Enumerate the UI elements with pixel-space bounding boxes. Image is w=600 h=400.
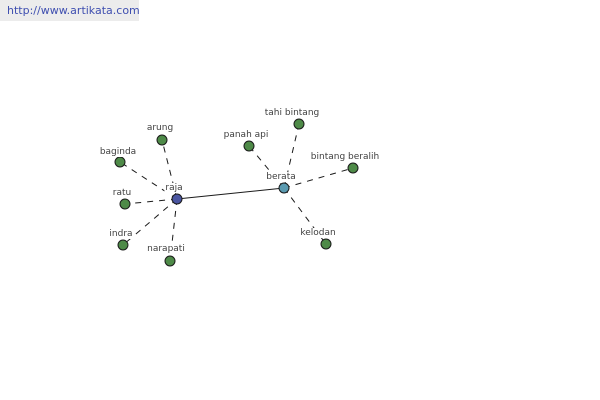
node-narapati[interactable]: narapati bbox=[146, 244, 186, 267]
node-label-raja: raja bbox=[165, 183, 182, 193]
node-label-bintang-beralih: bintang beralih bbox=[311, 152, 379, 162]
node-ratu[interactable]: ratu bbox=[111, 188, 133, 210]
node-label-bg-panah-api bbox=[222, 130, 270, 140]
edge-raja-arung bbox=[161, 139, 178, 200]
edge-raja-ratu bbox=[124, 198, 178, 205]
node-dot-baginda[interactable] bbox=[114, 156, 126, 168]
node-label-bg-kelodan bbox=[299, 228, 337, 238]
node-dot-narapati[interactable] bbox=[164, 255, 176, 267]
node-label-narapati: narapati bbox=[147, 244, 185, 254]
node-label-bg-raja bbox=[164, 183, 184, 193]
node-label-berata: berata bbox=[266, 172, 296, 182]
node-panah-api[interactable]: panah api bbox=[222, 130, 270, 152]
node-label-bg-narapati bbox=[146, 244, 186, 254]
edge-raja-berata bbox=[176, 187, 285, 200]
node-label-kelodan: kelodan bbox=[300, 228, 335, 238]
graph-nodes: raja berata baginda arung ratu indra narapati p… bbox=[98, 108, 381, 267]
node-label-indra: indra bbox=[109, 229, 132, 239]
node-arung[interactable]: arung bbox=[145, 123, 175, 146]
node-label-bg-berata bbox=[265, 172, 297, 182]
node-label-bg-indra bbox=[108, 229, 134, 239]
node-dot-tahi-bintang[interactable] bbox=[293, 118, 305, 130]
node-label-baginda: baginda bbox=[100, 147, 136, 157]
edge-berata-panah-api bbox=[248, 145, 285, 189]
node-kelodan[interactable]: kelodan bbox=[299, 228, 337, 250]
node-label-bg-baginda bbox=[98, 147, 138, 157]
node-indra[interactable]: indra bbox=[108, 229, 134, 251]
graph-edges bbox=[119, 123, 354, 262]
node-dot-kelodan[interactable] bbox=[320, 238, 332, 250]
node-berata[interactable]: berata bbox=[265, 172, 297, 194]
node-label-bg-ratu bbox=[111, 188, 133, 198]
node-bintang-beralih[interactable]: bintang beralih bbox=[309, 152, 381, 174]
url-banner: http://www.artikata.com bbox=[0, 0, 140, 21]
node-label-bg-arung bbox=[145, 123, 175, 133]
node-label-bg-bintang-beralih bbox=[309, 152, 381, 162]
node-tahi-bintang[interactable]: tahi bintang bbox=[263, 108, 321, 130]
node-label-tahi-bintang: tahi bintang bbox=[265, 108, 320, 118]
node-dot-panah-api[interactable] bbox=[243, 140, 255, 152]
node-dot-berata[interactable] bbox=[278, 182, 290, 194]
node-label-arung: arung bbox=[147, 123, 173, 133]
node-label-ratu: ratu bbox=[113, 188, 131, 198]
node-dot-bintang-beralih[interactable] bbox=[347, 162, 359, 174]
node-dot-raja[interactable] bbox=[171, 193, 183, 205]
node-dot-ratu[interactable] bbox=[119, 198, 131, 210]
node-dot-arung[interactable] bbox=[156, 134, 168, 146]
node-baginda[interactable]: baginda bbox=[98, 147, 138, 168]
node-dot-indra[interactable] bbox=[117, 239, 129, 251]
node-raja[interactable]: raja bbox=[164, 183, 184, 205]
node-label-bg-tahi-bintang bbox=[263, 108, 321, 118]
site-url-link[interactable]: http://www.artikata.com bbox=[7, 4, 140, 17]
node-label-panah-api: panah api bbox=[224, 130, 269, 140]
